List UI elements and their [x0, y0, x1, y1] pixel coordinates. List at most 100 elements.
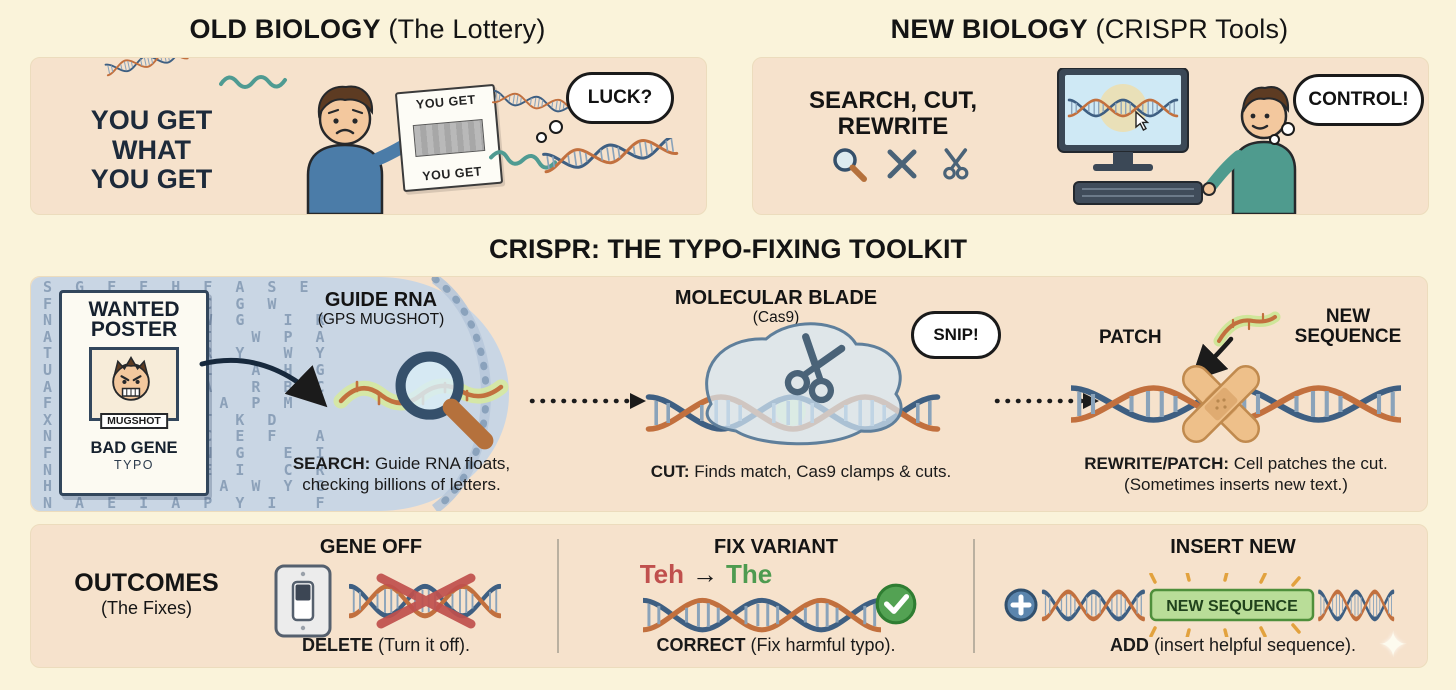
step2-caption-rest: Finds match, Cas9 clamps & cuts.	[689, 462, 952, 481]
add-caption: ADD (insert helpful sequence).	[1083, 635, 1383, 656]
outcomes-subtitle: (The Fixes)	[100, 598, 192, 618]
tool-icons-row	[831, 146, 973, 182]
old-biology-heading: OLD BIOLOGY (The Lottery)	[30, 14, 705, 45]
corrected-dna-icon	[643, 591, 881, 639]
step1-caption-bold: SEARCH:	[292, 454, 371, 473]
step1-title: GUIDE RNA (GPS MUGSHOT)	[276, 289, 486, 329]
dotted-arrow	[529, 393, 646, 409]
typo-correction-text: Teh→The	[591, 559, 821, 590]
new-slogan-line1: SEARCH, CUT,	[808, 87, 977, 114]
step2-title: MOLECULAR BLADE (Cas9)	[651, 287, 901, 327]
step3-caption-rest: Cell patches the cut.	[1229, 454, 1388, 473]
scissors-icon	[942, 148, 969, 180]
step2-subtitle: (Cas9)	[752, 309, 800, 327]
luck-thought-bubble: LUCK?	[566, 72, 674, 124]
old-slogan-line3: YOU GET	[90, 164, 213, 195]
thought-bubble-dot	[1281, 122, 1295, 136]
new-sequence-pill-label: NEW SEQUENCE	[1166, 598, 1298, 615]
step1-caption-rest: Guide RNA floats,	[370, 454, 511, 473]
search-icon	[831, 146, 867, 182]
sparkle-icon: ✦	[1378, 624, 1409, 665]
new-biology-panel: SEARCH, CUT, REWRITE	[752, 57, 1429, 215]
old-slogan-line2: WHAT	[112, 134, 191, 165]
guide-rna-with-magnifier	[333, 329, 509, 457]
control-thought-bubble: CONTROL!	[1293, 74, 1424, 126]
new-slogan: SEARCH, CUT, REWRITE	[783, 87, 1003, 141]
typo-caption: TYPO	[113, 457, 155, 472]
ray-accents	[1149, 573, 1301, 637]
patch-label: PATCH	[1099, 327, 1162, 348]
step2-caption: CUT: Finds match, Cas9 clamps & cuts.	[631, 461, 971, 482]
delete-caption: DELETE (Turn it off).	[256, 635, 516, 656]
step2-caption-bold: CUT:	[650, 462, 690, 481]
typo-word: Teh	[639, 559, 685, 589]
new-sequence-label-line2: SEQUENCE	[1294, 325, 1402, 347]
new-biology-heading-sub: (CRISPR Tools)	[1087, 14, 1289, 44]
mugshot-label: MUGSHOT	[100, 412, 168, 429]
lottery-paper: YOU GET YOU GET	[394, 83, 504, 193]
new-slogan-line2: REWRITE	[837, 113, 949, 141]
thought-bubble-dot	[549, 120, 563, 134]
poster-title-line1: WANTED	[88, 298, 180, 321]
new-sequence-label-line1: NEW	[1325, 306, 1371, 327]
old-biology-panel: YOU GET WHAT YOU GET YOU GET YOU GET	[30, 57, 707, 215]
cross-cut-icon	[887, 149, 917, 179]
new-biology-heading-bold: NEW BIOLOGY	[890, 14, 1088, 44]
poster-to-rna-arrow	[199, 358, 328, 408]
person-at-computer-illustration	[1203, 86, 1297, 214]
wanted-poster: WANTED POSTER MUGSHOT BAD GENE TYPO	[59, 290, 209, 496]
arrow-right-icon: →	[692, 559, 719, 589]
fixed-word: The	[726, 559, 773, 589]
luck-thought-text: LUCK?	[587, 87, 653, 108]
outcomes-title-block: OUTCOMES (The Fixes)	[49, 569, 244, 619]
angry-gene-mugshot	[93, 349, 169, 412]
step1-subtitle: (GPS MUGSHOT)	[317, 311, 445, 329]
control-thought-text: CONTROL!	[1308, 89, 1409, 110]
fix-variant-header: FIX VARIANT	[713, 536, 839, 558]
step3-caption-line2: (Sometimes inserts new text.)	[1124, 475, 1348, 495]
thought-bubble-dot	[536, 132, 547, 143]
old-biology-heading-bold: OLD BIOLOGY	[189, 14, 381, 44]
outcomes-title: OUTCOMES	[74, 569, 219, 597]
computer-monitor-illustration	[1057, 68, 1203, 205]
old-biology-heading-sub: (The Lottery)	[380, 14, 546, 44]
step1-title-text: GUIDE RNA	[324, 289, 438, 311]
snip-speech-bubble: SNIP!	[911, 311, 1001, 359]
outcomes-panel: OUTCOMES (The Fixes) GENE OFF DELETE (Tu…	[30, 524, 1428, 668]
step1-caption: SEARCH: Guide RNA floats, checking billi…	[259, 453, 544, 496]
column-divider	[557, 539, 559, 653]
new-sequence-label: NEW SEQUENCE	[1283, 307, 1413, 347]
paper-blurred-image	[412, 119, 486, 157]
column-divider	[973, 539, 975, 653]
gene-off-header: GENE OFF	[319, 536, 423, 558]
toolkit-panel: S G F E H F A S E F X Y A T C G W N E G …	[30, 276, 1428, 512]
old-slogan-line1: YOU GET	[90, 105, 213, 135]
insert-new-header: INSERT NEW	[1170, 536, 1296, 558]
step3-caption: REWRITE/PATCH: Cell patches the cut. (So…	[1061, 453, 1411, 496]
old-slogan: YOU GET WHAT YOU GET	[69, 105, 234, 195]
paper-text-top: YOU GET	[415, 92, 477, 112]
bad-gene-caption: BAD GENE	[90, 438, 178, 457]
dna-helix-icon	[104, 58, 189, 77]
patched-dna-illustration	[1071, 365, 1401, 443]
new-sequence-fragment	[1213, 311, 1281, 347]
cas9-blade-illustration	[641, 322, 941, 446]
insert-sequence-illustration: NEW SEQUENCE	[1004, 573, 1398, 637]
correct-caption-bold: CORRECT	[656, 635, 746, 655]
delete-caption-bold: DELETE	[301, 635, 373, 655]
correct-caption: CORRECT (Fix harmful typo).	[621, 635, 931, 656]
mugshot-frame: MUGSHOT	[89, 346, 179, 429]
paper-text-bottom: YOU GET	[421, 164, 483, 184]
poster-title-line2: POSTER	[90, 317, 178, 341]
step1-caption-line2: checking billions of letters.	[302, 475, 501, 495]
step3-caption-bold: REWRITE/PATCH:	[1084, 454, 1230, 473]
toolkit-title: CRISPR: THE TYPO-FIXING TOOLKIT	[488, 234, 967, 264]
thought-bubble-dot	[1269, 134, 1280, 145]
delete-caption-rest: (Turn it off).	[372, 635, 471, 655]
dna-deleted-icon	[349, 573, 501, 629]
check-circle-icon	[875, 583, 917, 625]
add-caption-rest: (insert helpful sequence).	[1148, 635, 1357, 655]
add-caption-bold: ADD	[1109, 635, 1149, 655]
light-switch-icon	[274, 564, 332, 638]
